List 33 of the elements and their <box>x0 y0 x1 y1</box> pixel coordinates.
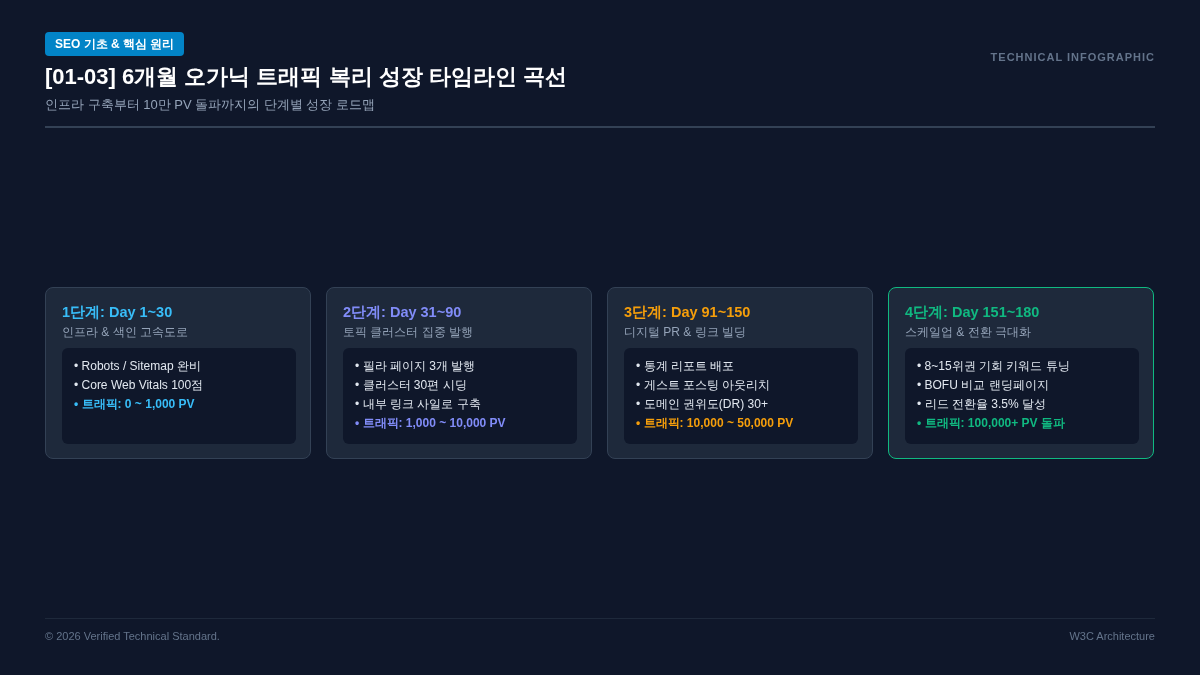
task-item: • 필라 페이지 3개 발행 <box>355 358 476 375</box>
stage-subtitle: 스케일업 & 전환 극대화 <box>905 324 1031 340</box>
stage-card <box>607 287 873 459</box>
stage-heading: 2단계: Day 31~90 <box>343 303 462 322</box>
traffic-goal-item: • 트래픽: 0 ~ 1,000 PV <box>74 396 195 413</box>
source-note: W3C Architecture <box>1069 629 1155 643</box>
task-item: • Robots / Sitemap 완비 <box>74 358 201 375</box>
stage-card <box>45 287 311 459</box>
task-item: • 통계 리포트 배포 <box>636 358 735 375</box>
traffic-goal-item: • 트래픽: 100,000+ PV 돌파 <box>917 415 1065 432</box>
task-item: • Core Web Vitals 100점 <box>74 377 204 394</box>
stage-heading: 4단계: Day 151~180 <box>905 303 1040 322</box>
stage-heading: 3단계: Day 91~150 <box>624 303 751 322</box>
category-badge: SEO 기초 & 핵심 원리 <box>45 32 185 56</box>
stage-card <box>326 287 592 459</box>
task-item: • 내부 링크 사일로 구축 <box>355 396 481 413</box>
stage-subtitle: 디지털 PR & 링크 빌딩 <box>624 324 746 340</box>
stage-heading: 1단계: Day 1~30 <box>62 303 173 322</box>
stage-subtitle: 토픽 클러스터 집중 발행 <box>343 324 473 340</box>
task-item: • 클러스터 30편 시딩 <box>355 377 467 394</box>
page-subtitle: 인프라 구축부터 10만 PV 돌파까지의 단계별 성장 로드맵 <box>45 96 376 114</box>
header-tag: TECHNICAL INFOGRAPHIC <box>990 50 1155 64</box>
copyright-note: © 2026 Verified Technical Standard. <box>45 629 220 643</box>
traffic-goal-item: • 트래픽: 10,000 ~ 50,000 PV <box>636 415 794 432</box>
traffic-goal-item: • 트래픽: 1,000 ~ 10,000 PV <box>355 415 506 432</box>
stage-subtitle: 인프라 & 색인 고속도로 <box>62 324 188 340</box>
page-title: [01-03] 6개월 오가닉 트래픽 복리 성장 타임라인 곡선 <box>45 63 567 91</box>
task-item: • 게스트 포스팅 아웃리치 <box>636 377 771 394</box>
task-item: • BOFU 비교 랜딩페이지 <box>917 377 1049 394</box>
task-item: • 도메인 권위도(DR) 30+ <box>636 396 768 413</box>
task-item: • 8~15위권 기회 키워드 튜닝 <box>917 358 1070 375</box>
task-item: • 리드 전환율 3.5% 달성 <box>917 396 1046 413</box>
stage-card <box>888 287 1154 459</box>
